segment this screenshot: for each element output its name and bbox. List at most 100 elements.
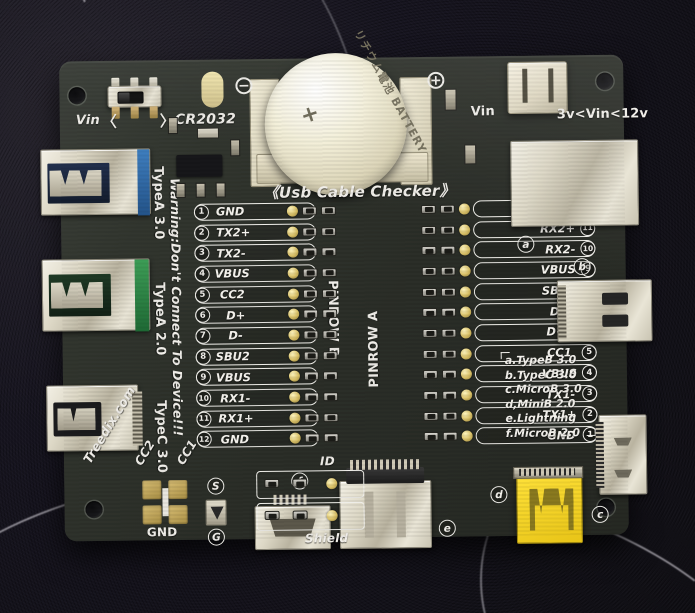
smd-led bbox=[441, 369, 457, 380]
pin-signal-label: VBUS bbox=[214, 266, 250, 281]
pad-cc2-bottom[interactable] bbox=[142, 505, 162, 525]
smd-resistor bbox=[322, 309, 338, 319]
switch-pin-1 bbox=[111, 77, 120, 87]
smd-id-led bbox=[264, 478, 280, 488]
smd-shield-resistor bbox=[292, 510, 308, 520]
test-pad[interactable] bbox=[461, 389, 473, 401]
test-pad[interactable] bbox=[288, 370, 301, 383]
test-pad[interactable] bbox=[288, 329, 300, 341]
smd-resistor bbox=[420, 204, 436, 214]
pad-cc2-top[interactable] bbox=[142, 480, 162, 500]
pin-signal-label: TX2+ bbox=[216, 225, 251, 240]
test-pad[interactable] bbox=[286, 205, 298, 217]
smd-resistor bbox=[421, 266, 437, 276]
test-pad[interactable] bbox=[460, 327, 472, 339]
test-pad[interactable] bbox=[289, 391, 301, 403]
smd-id-resistor bbox=[292, 478, 308, 488]
pin-number: 11 bbox=[196, 411, 212, 427]
test-pad-id[interactable] bbox=[326, 478, 338, 490]
mounting-hole-top-right bbox=[596, 72, 614, 90]
pin-number: 10 bbox=[196, 390, 212, 406]
pad-cc1-top[interactable] bbox=[168, 479, 188, 500]
test-pad[interactable] bbox=[460, 368, 473, 380]
smd-led bbox=[303, 330, 319, 340]
usb-cable-checker-pcb: Vin 〈 〉 CR2032 + リチウム電池 BATTERY − + Vin … bbox=[40, 28, 653, 551]
smd-resistor bbox=[421, 246, 437, 256]
micro-b-30-connector[interactable] bbox=[595, 414, 648, 495]
pin-number: 4 bbox=[194, 266, 210, 282]
smd-resistor-top-2 bbox=[230, 139, 241, 157]
vin-right-label: Vin bbox=[470, 104, 495, 120]
test-pad[interactable] bbox=[459, 223, 471, 236]
smd-led bbox=[441, 328, 457, 338]
power-slide-switch[interactable] bbox=[107, 85, 162, 108]
test-pad[interactable] bbox=[459, 286, 471, 298]
usb-type-c-30-connector-right[interactable] bbox=[556, 279, 653, 343]
test-pad[interactable] bbox=[460, 306, 472, 318]
connector-marker-e: e bbox=[438, 519, 456, 537]
smd-shield-led bbox=[264, 510, 280, 520]
pin-number: 2 bbox=[194, 225, 210, 241]
test-pad[interactable] bbox=[289, 432, 301, 445]
pin-number: 7 bbox=[195, 328, 211, 344]
smd-resistor bbox=[322, 350, 338, 360]
smd-led bbox=[303, 350, 319, 361]
switch-pin-5 bbox=[130, 106, 139, 119]
pin-number: 5 bbox=[194, 287, 211, 303]
smd-resistor bbox=[423, 390, 439, 401]
smd-led bbox=[440, 245, 456, 256]
test-pad[interactable] bbox=[460, 348, 472, 360]
test-pad[interactable] bbox=[458, 203, 470, 215]
pad-cc1-bottom[interactable] bbox=[168, 504, 188, 525]
pin-signal-label: CC2 bbox=[219, 287, 245, 302]
pin-signal-label: D- bbox=[228, 328, 243, 343]
test-pad-shield[interactable] bbox=[326, 510, 338, 522]
pin-signal-label: VBUS bbox=[215, 369, 251, 385]
pin-number: 8 bbox=[195, 349, 211, 365]
pinrow-b: 1 GND 2 TX2+ bbox=[193, 202, 339, 450]
smd-resistor bbox=[323, 433, 339, 443]
smd-led bbox=[441, 307, 457, 318]
smd-component-right-top bbox=[464, 144, 477, 165]
test-pad[interactable] bbox=[459, 244, 471, 256]
test-pad[interactable] bbox=[287, 226, 299, 238]
usb-type-a-30-connector[interactable] bbox=[40, 148, 151, 216]
test-pad[interactable] bbox=[461, 410, 473, 422]
test-pad[interactable] bbox=[461, 430, 473, 442]
left-connector-label-typea20: TypeA 2.0 bbox=[151, 282, 168, 356]
pin-signal-label: SBU2 bbox=[215, 349, 250, 364]
smd-led bbox=[301, 206, 317, 216]
legend-bracket-bottom bbox=[586, 428, 596, 437]
smd-led bbox=[440, 225, 456, 235]
legend-bracket-top bbox=[500, 351, 510, 360]
test-pad[interactable] bbox=[287, 267, 299, 279]
smd-resistor bbox=[323, 412, 339, 422]
smd-led bbox=[303, 309, 319, 319]
test-pad[interactable] bbox=[289, 412, 301, 424]
smd-led bbox=[302, 268, 318, 278]
mini-b-20-connector[interactable] bbox=[513, 466, 584, 544]
battery-type-label: CR2032 bbox=[174, 111, 237, 129]
smd-component-mid bbox=[444, 88, 457, 111]
usb-type-b-30-connector[interactable] bbox=[510, 139, 640, 227]
vin-jst-connector[interactable] bbox=[507, 61, 568, 114]
test-pad[interactable] bbox=[288, 308, 300, 320]
connector-marker-b: b bbox=[573, 257, 591, 276]
test-pad[interactable] bbox=[287, 288, 300, 300]
usb-type-a-20-connector[interactable] bbox=[41, 258, 151, 332]
battery-plus-terminal: + bbox=[427, 71, 445, 89]
test-pad[interactable] bbox=[287, 246, 299, 258]
button-switch-bottom[interactable] bbox=[205, 499, 227, 526]
smd-resistor bbox=[422, 370, 438, 380]
pin-signal-label: GND bbox=[215, 204, 245, 219]
pinrow-a-label: PINROW A bbox=[366, 310, 383, 388]
test-pad[interactable] bbox=[288, 350, 300, 362]
smd-resistor-left-2 bbox=[195, 182, 206, 198]
test-pad[interactable] bbox=[459, 265, 471, 277]
smd-component-ldo bbox=[176, 154, 223, 178]
pad-label-shield: Shield bbox=[304, 530, 349, 546]
pin-number: 4 bbox=[581, 365, 598, 381]
smd-led bbox=[440, 287, 456, 297]
smd-resistor bbox=[423, 411, 439, 421]
